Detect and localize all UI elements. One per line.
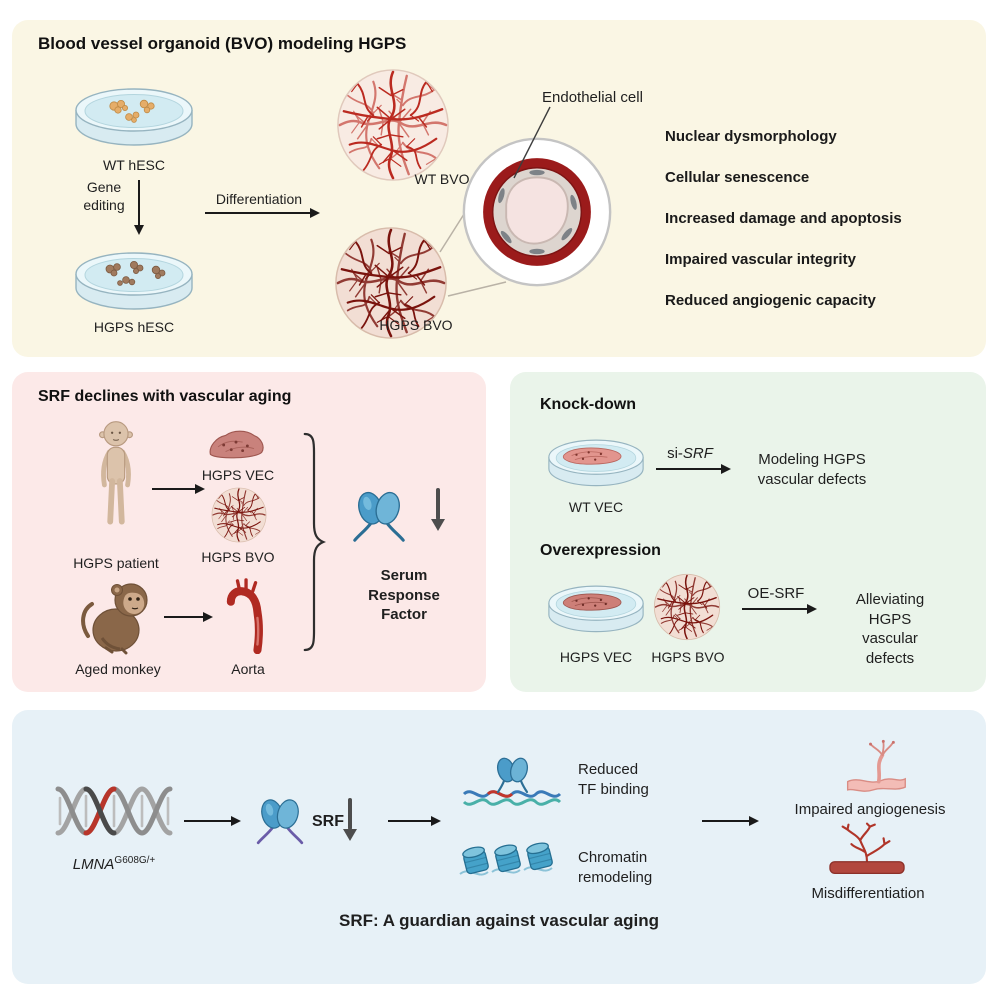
srf-label: SRF xyxy=(312,813,344,830)
wt-hesc-label: WT hESC xyxy=(103,157,165,173)
hgps-bvo-label: HGPS BVO xyxy=(651,649,725,665)
aged-monkey-label: Aged monkey xyxy=(75,661,161,677)
panel-srf-decline: SRF declines with vascular aging HGPS xyxy=(12,372,486,692)
srf-name-label: Serum Response Factor xyxy=(368,567,440,623)
aorta-label: Aorta xyxy=(231,661,265,677)
aged-monkey-icon xyxy=(78,572,158,656)
si-prefix: si- xyxy=(667,445,683,462)
hgps-vec-label: HGPS VEC xyxy=(559,649,633,665)
aorta-icon xyxy=(226,578,268,654)
lmna-superscript: G608G/+ xyxy=(114,855,156,866)
overexpression-title: Overexpression xyxy=(540,542,661,559)
arrow-right-icon xyxy=(152,483,205,494)
hgps-hesc-dish-icon xyxy=(70,236,198,314)
arrow-right-icon xyxy=(205,207,320,218)
arrow-right-icon xyxy=(656,463,731,474)
panel-srf-mechanism: LMNAG608G/+ SRF R xyxy=(12,710,986,984)
arrow-down-icon xyxy=(133,180,144,235)
hgps-patient-label: HGPS patient xyxy=(73,555,159,571)
lmna-label: LMNAG608G/+ xyxy=(73,854,156,875)
hgps-hesc-label: HGPS hESC xyxy=(93,319,175,335)
knockdown-title: Knock-down xyxy=(540,396,636,413)
wt-hesc-dish-icon xyxy=(70,72,198,150)
endothelial-cell-label: Endothelial cell xyxy=(542,89,643,106)
vessel-cross-section-icon xyxy=(460,135,614,289)
panel-srf-perturbation: Knock-down WT VEC si-SRF Modeling HGPS v… xyxy=(510,372,986,692)
nucleosome-icon xyxy=(458,836,554,882)
finding-item: Cellular senescence xyxy=(665,169,810,186)
si-srf-label: si-SRF xyxy=(667,444,713,464)
dna-helix-icon xyxy=(54,774,174,848)
finding-item: Reduced angiogenic capacity xyxy=(665,292,876,309)
reduced-tf-label: Reduced TF binding xyxy=(578,761,649,798)
hgps-bvo-label: HGPS BVO xyxy=(379,317,453,333)
misdifferentiation-icon xyxy=(828,822,906,878)
srf-dimer-icon xyxy=(252,794,308,848)
tagline: SRF: A guardian against vascular aging xyxy=(339,911,659,930)
panel-title-srf-decline: SRF declines with vascular aging xyxy=(38,388,292,405)
wt-vec-dish-icon xyxy=(544,426,648,490)
hgps-bvo-icon xyxy=(332,224,450,342)
hgps-vec-icon xyxy=(204,426,268,462)
brace-icon xyxy=(302,424,326,660)
arrow-right-icon xyxy=(702,815,759,826)
hgps-bvo-icon xyxy=(210,486,268,544)
finding-item: Increased damage and apoptosis xyxy=(665,210,902,227)
hgps-bvo-icon xyxy=(652,572,722,642)
impaired-angiogenesis-label: Impaired angiogenesis xyxy=(794,801,946,818)
panel-title-bvo: Blood vessel organoid (BVO) modeling HGP… xyxy=(38,34,407,53)
lmna-gene: LMNA xyxy=(72,856,115,873)
misdifferentiation-label: Misdifferentiation xyxy=(811,885,925,902)
arrow-right-icon xyxy=(184,815,241,826)
arrow-right-icon xyxy=(164,611,213,622)
hgps-bvo-label: HGPS BVO xyxy=(201,549,275,565)
differentiation-label: Differentiation xyxy=(215,191,303,207)
decrease-arrow-icon xyxy=(342,798,357,841)
angiogenesis-icon xyxy=(844,738,908,796)
decrease-arrow-icon xyxy=(430,488,445,531)
tf-dna-icon xyxy=(462,748,562,810)
arrow-right-icon xyxy=(388,815,441,826)
chromatin-label: Chromatin remodeling xyxy=(578,849,653,886)
srf-dimer-icon xyxy=(348,486,410,546)
si-gene: SRF xyxy=(682,445,713,462)
panel-bvo-modeling: Blood vessel organoid (BVO) modeling HGP… xyxy=(12,20,986,357)
knockdown-result: Modeling HGPS vascular defects xyxy=(757,451,867,488)
hgps-vec-dish-icon xyxy=(544,572,648,636)
wt-bvo-label: WT BVO xyxy=(414,171,470,187)
gene-editing-label: Gene editing xyxy=(83,179,125,214)
findings-list: Nuclear dysmorphology Cellular senescenc… xyxy=(665,128,902,333)
hgps-vec-label: HGPS VEC xyxy=(201,467,275,483)
wt-bvo-icon xyxy=(334,66,452,184)
overexpression-result: Alleviating HGPS vascular defects xyxy=(855,591,925,667)
finding-item: Nuclear dysmorphology xyxy=(665,128,837,145)
finding-item: Impaired vascular integrity xyxy=(665,251,856,268)
wt-vec-label: WT VEC xyxy=(568,499,624,515)
oe-srf-label: OE-SRF xyxy=(747,585,805,602)
hgps-patient-icon xyxy=(88,418,144,548)
arrow-right-icon xyxy=(742,603,817,614)
